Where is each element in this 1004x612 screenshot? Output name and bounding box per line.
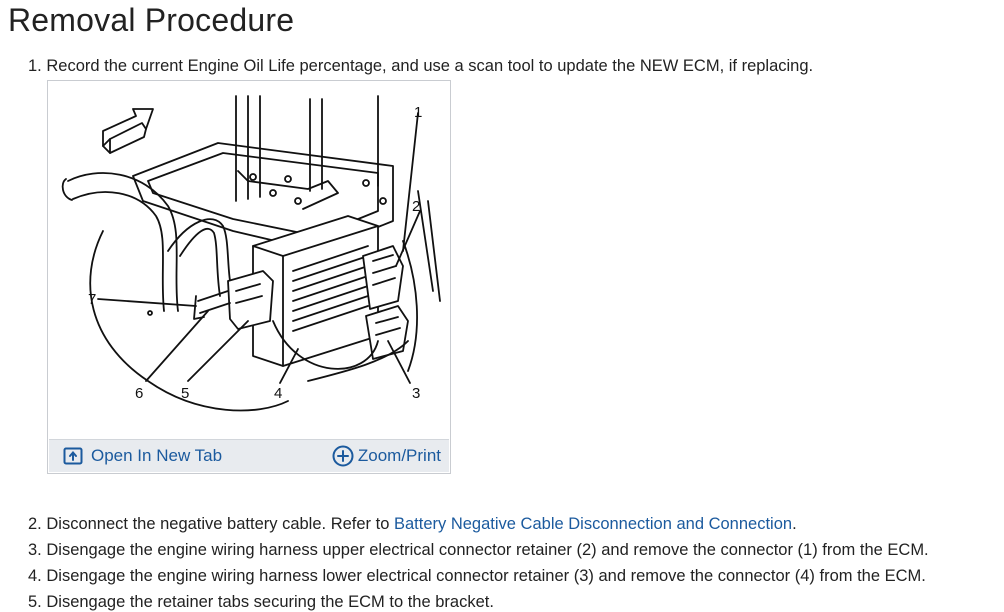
open-in-new-tab-label: Open In New Tab — [91, 446, 223, 465]
ecm-removal-illustration: 1 2 3 4 5 6 7 — [61, 95, 441, 412]
figure-toolbar: Open In New Tab Zoom/Print — [49, 439, 449, 472]
callout-2: 2 — [412, 198, 420, 215]
open-in-new-tab-icon — [63, 447, 83, 465]
page-title: Removal Procedure — [8, 2, 295, 38]
open-in-new-tab-button[interactable]: Open In New Tab — [63, 440, 222, 472]
step-text: Disengage the engine wiring harness lowe… — [46, 567, 926, 585]
step-text: Disengage the retainer tabs securing the… — [46, 593, 494, 611]
callout-1: 1 — [414, 104, 422, 121]
step-text-end: . — [792, 515, 797, 533]
step-4: 4. Disengage the engine wiring harness l… — [28, 567, 926, 586]
step-text: Record the current Engine Oil Life perce… — [46, 57, 814, 75]
zoom-print-button[interactable]: Zoom/Print — [332, 440, 441, 472]
battery-cable-procedure-link[interactable]: Battery Negative Cable Disconnection and… — [393, 515, 793, 533]
step-text: Disengage the engine wiring harness uppe… — [46, 541, 929, 559]
step-number: 2. — [28, 515, 42, 533]
callout-6: 6 — [135, 385, 143, 402]
callout-3: 3 — [412, 385, 420, 402]
callout-7: 7 — [88, 291, 96, 308]
step-number: 1. — [28, 57, 42, 75]
step-number: 5. — [28, 593, 42, 611]
step-number: 3. — [28, 541, 42, 559]
procedure-figure: 1 2 3 4 5 6 7 Open In New Tab Zoom/Print — [47, 80, 451, 474]
step-1: 1. Record the current Engine Oil Life pe… — [28, 57, 813, 76]
callout-4: 4 — [274, 385, 282, 402]
step-number: 4. — [28, 567, 42, 585]
step-text: Disconnect the negative battery cable. R… — [46, 515, 394, 533]
zoom-print-label: Zoom/Print — [357, 446, 441, 465]
step-2: 2. Disconnect the negative battery cable… — [28, 515, 797, 534]
zoom-plus-circle-icon — [332, 445, 354, 467]
callout-5: 5 — [181, 385, 189, 402]
step-5: 5. Disengage the retainer tabs securing … — [28, 593, 494, 612]
step-3: 3. Disengage the engine wiring harness u… — [28, 541, 929, 560]
